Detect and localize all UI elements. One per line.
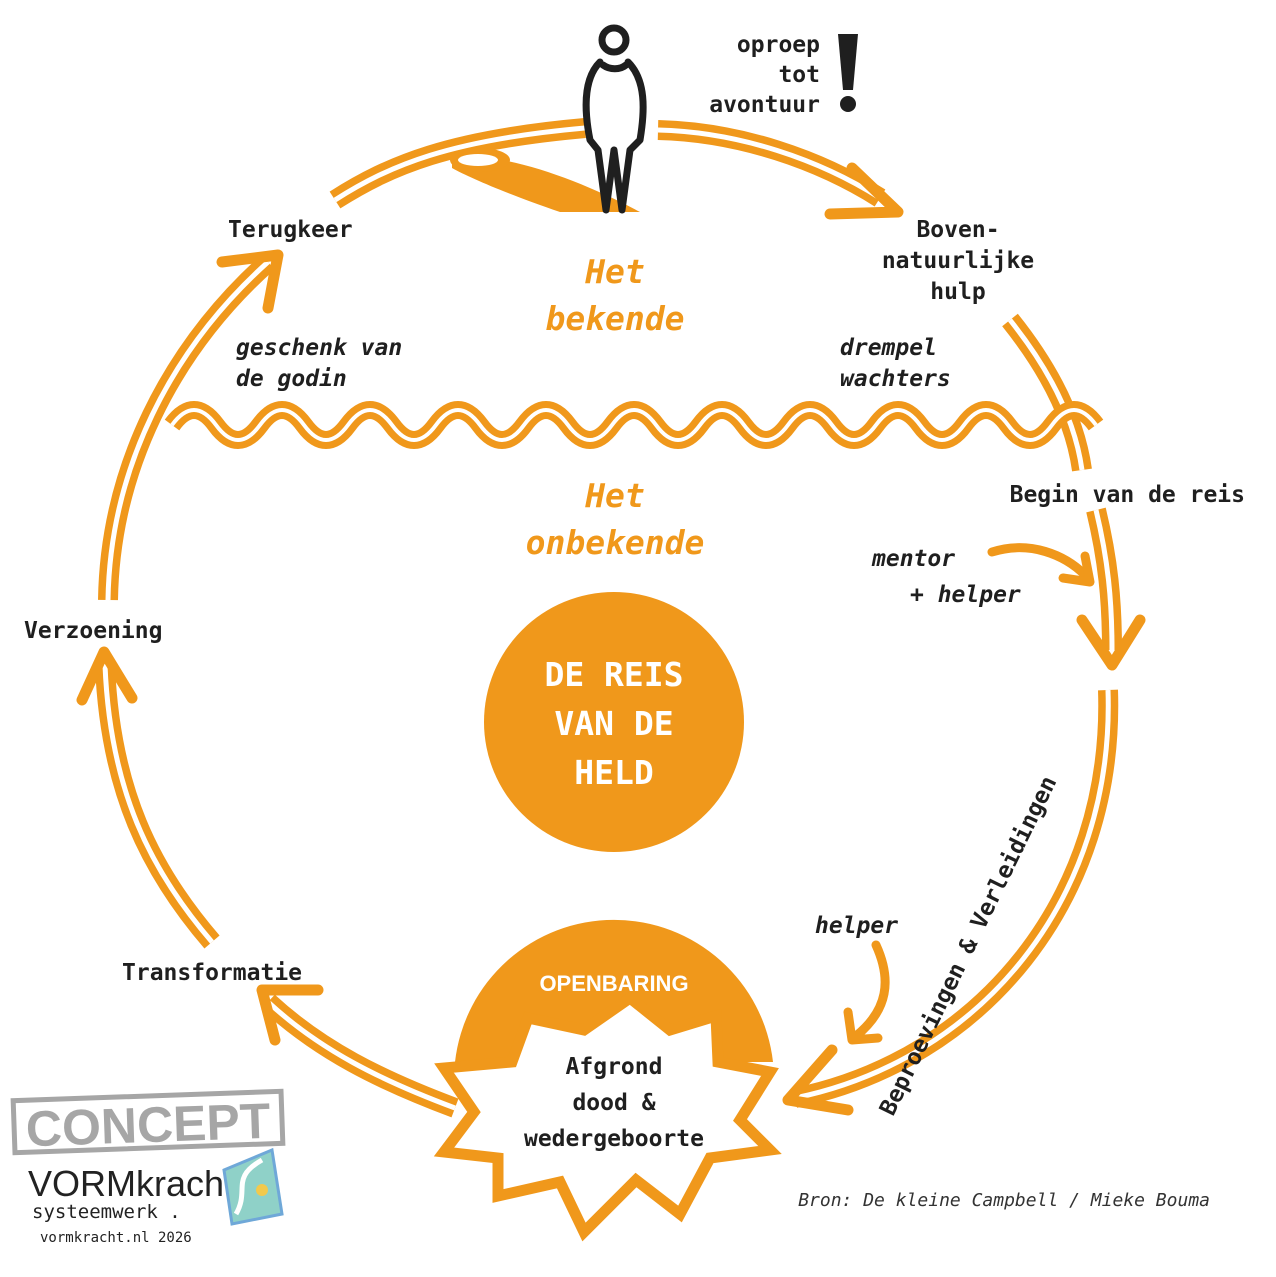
brand-name: VORMkracht: [28, 1163, 234, 1204]
zone-unknown-2: onbekende: [526, 523, 705, 562]
source-credit: Bron: De kleine Campbell / Mieke Bouma: [798, 1190, 1210, 1211]
brand-site: vormkracht.nl 2026: [40, 1230, 192, 1246]
zone-known-2: bekende: [545, 299, 684, 338]
stage-journey-start: Begin van de reis: [1010, 482, 1245, 508]
annotation-helper: helper: [815, 913, 898, 939]
mentor-arrow: [987, 543, 1095, 587]
arc-left-lower: [76, 646, 220, 949]
abyss-line-1: Afgrond: [566, 1054, 663, 1080]
arc-right-upper: [1002, 313, 1092, 472]
abyss-line-2: dood &: [572, 1090, 655, 1116]
brand-logo-icon: [222, 1147, 284, 1226]
abyss-star: [433, 991, 782, 1242]
abyss-line-3: wedergeboorte: [524, 1126, 704, 1152]
stage-supernatural-3: hulp: [930, 279, 985, 305]
hero-figure: [582, 24, 647, 214]
center-title-3: HELD: [574, 753, 653, 792]
annotation-threshold-1: drempel: [840, 335, 937, 361]
call-line-3: avontuur: [709, 92, 820, 118]
call-line-1: oproep: [737, 32, 820, 58]
arc-top-right: [657, 120, 904, 220]
hero-shadow: [450, 148, 640, 212]
arc-right-middle: [1076, 507, 1146, 671]
annotation-gift-1: geschenk van: [236, 335, 402, 361]
center-circle: [484, 592, 744, 852]
call-line-2: tot: [778, 62, 820, 88]
call-to-adventure: oproep tot avontuur: [709, 32, 858, 118]
zone-unknown-1: Het: [584, 476, 645, 515]
stage-supernatural-1: Boven-: [916, 217, 999, 243]
annotation-mentor-1: mentor: [871, 546, 955, 572]
stage-atonement: Verzoening: [24, 618, 162, 644]
revelation-title: OPENBARING: [539, 971, 688, 996]
stage-transformation: Transformatie: [122, 960, 302, 986]
stage-supernatural-2: natuurlijke: [882, 248, 1034, 274]
arc-left-upper: [98, 249, 284, 601]
annotation-mentor-2: + helper: [910, 582, 1021, 608]
zone-known-1: Het: [584, 252, 645, 291]
concept-stamp-text: CONCEPT: [25, 1093, 271, 1157]
annotation-gift-2: de godin: [236, 366, 347, 392]
arc-top-left: [329, 118, 586, 209]
threshold-wave: [164, 401, 1104, 449]
arc-right-lower: [782, 689, 1119, 1116]
brand-sub: systeemwerk .: [32, 1201, 181, 1223]
concept-stamp: CONCEPT: [10, 1088, 286, 1157]
stage-return: Terugkeer: [228, 217, 353, 243]
center-title-2: VAN DE: [554, 704, 673, 743]
exclamation-icon: [838, 34, 858, 90]
helper-arrow: [843, 940, 890, 1045]
annotation-threshold-2: wachters: [840, 366, 951, 392]
center-title-1: DE REIS: [544, 655, 683, 694]
arc-bottom-left: [256, 984, 459, 1118]
